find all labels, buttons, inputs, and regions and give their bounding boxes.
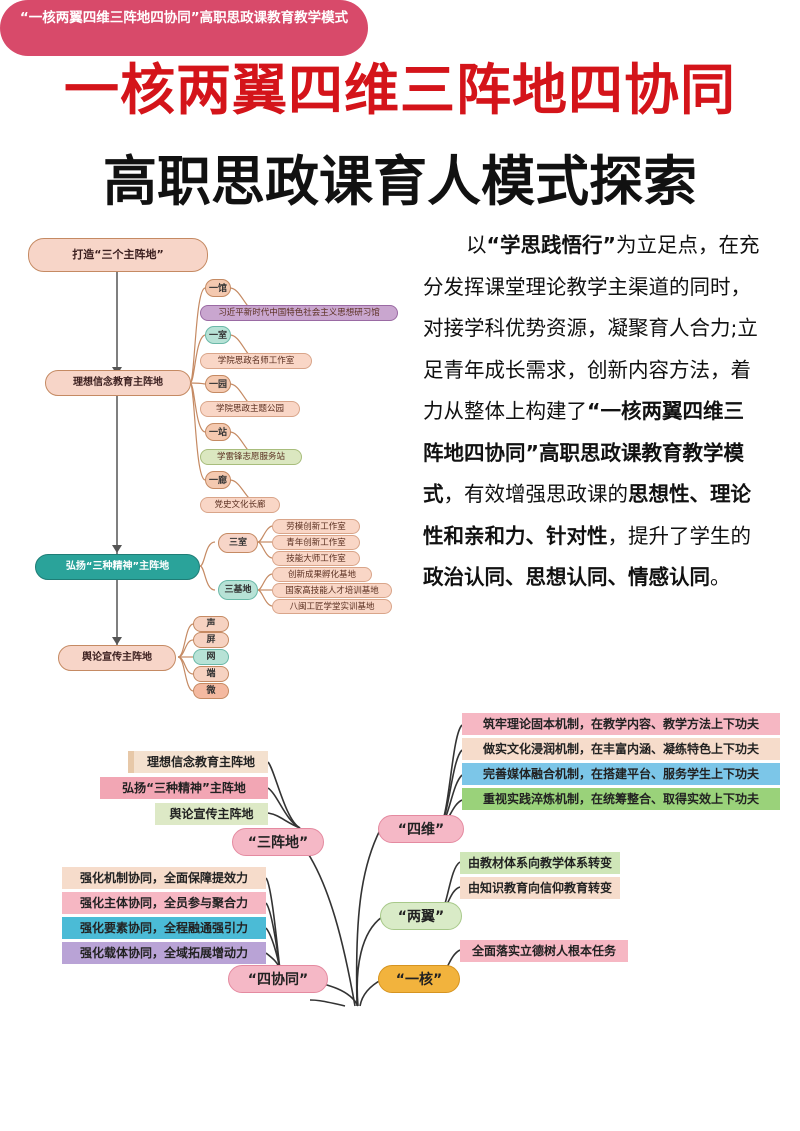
mm-item: 做实文化浸润机制，在丰富内涵、凝练特色上下功夫: [462, 738, 780, 760]
mm-item: 强化载体协同，全域拓展增动力: [62, 942, 266, 964]
tag-yizhan: 一站: [205, 423, 231, 441]
tree-root: 打造“三个主阵地”: [28, 238, 208, 272]
mm-item: 理想信念教育主阵地: [128, 751, 268, 773]
mm-item: 由教材体系向教学体系转变: [460, 852, 620, 874]
mm-item: 舆论宣传主阵地: [155, 803, 268, 825]
para-text: 。: [710, 565, 731, 589]
mindmap-connectors: [265, 724, 463, 1007]
node-sanzhendi: “三阵地”: [232, 828, 324, 856]
mm-item: 重视实践淬炼机制，在统筹整合、取得实效上下功夫: [462, 788, 780, 810]
node-siwei: “四维”: [378, 815, 464, 843]
para-text: 以: [466, 233, 487, 257]
mm-item: 强化主体协同，全员参与聚合力: [62, 892, 266, 914]
mm-item: 强化要素协同，全程融通强引力: [62, 917, 266, 939]
spirit-item: 创新成果孵化基地: [272, 567, 372, 582]
media-item: 屏: [193, 632, 229, 648]
mm-item: 筑牢理论固本机制，在教学内容、教学方法上下功夫: [462, 713, 780, 735]
para-bold: “学思践悟行”: [486, 233, 616, 257]
tag-yiyuan: 一园: [205, 375, 231, 393]
tag-yiguan: 一馆: [205, 279, 231, 297]
para-text: ，有效增强思政课的: [443, 482, 629, 506]
tree-main-spirit: 弘扬“三种精神”主阵地: [35, 554, 200, 580]
tag-yishi: 一室: [205, 326, 231, 344]
intro-paragraph: 以“学思践悟行”为立足点，在充分发挥课堂理论教学主渠道的同时，对接学科优势资源，…: [423, 225, 761, 599]
detail-yiguan: 习近平新时代中国特色社会主义思想研习馆: [200, 305, 398, 321]
para-bold: “一核两翼四维三阵地四协同”: [423, 399, 744, 465]
spirit-item: 八闽工匠学堂实训基地: [272, 599, 392, 614]
mindmap-root: “一核两翼四维三阵地四协同”高职思政课教育教学模式: [0, 0, 368, 56]
mm-item: 全面落实立德树人根本任务: [460, 940, 628, 962]
para-bold: 政治认同、思想认同、情感认同: [423, 565, 710, 589]
page-subtitle: 高职思政课育人模式探索: [103, 150, 697, 213]
mm-item: 弘扬“三种精神”主阵地: [100, 777, 268, 799]
tag-yilang: 一廊: [205, 471, 231, 489]
tag-sanshi: 三室: [218, 533, 258, 553]
para-text: ，提升了学生的: [607, 523, 752, 548]
mm-item: 强化机制协同，全面保障提效力: [62, 867, 266, 889]
node-liangyi: “两翼”: [380, 902, 462, 930]
spirit-item: 技能大师工作室: [272, 551, 360, 566]
mm-item: 由知识教育向信仰教育转变: [460, 877, 620, 899]
node-sixietong: “四协同”: [228, 965, 328, 993]
media-item: 微: [193, 683, 229, 699]
detail-yishi: 学院思政名师工作室: [200, 353, 312, 369]
detail-yiyuan: 学院思政主题公园: [200, 401, 300, 417]
detail-yizhan: 学雷锋志愿服务站: [200, 449, 302, 465]
tree-main-media: 舆论宣传主阵地: [58, 645, 176, 671]
spirit-item: 国家高技能人才培训基地: [272, 583, 392, 598]
media-item: 网: [193, 649, 229, 665]
para-bold: 思想性、理论性和亲和力、针对性: [423, 482, 751, 548]
media-item: 端: [193, 666, 229, 682]
tree-main-ideal: 理想信念教育主阵地: [45, 370, 191, 396]
node-yihe: “一核”: [378, 965, 460, 993]
para-bold: 高职思政课教育教学模式: [423, 440, 744, 507]
mm-item: 完善媒体融合机制，在搭建平台、服务学生上下功夫: [462, 763, 780, 785]
detail-yilang: 党史文化长廊: [200, 497, 280, 513]
page-title: 一核两翼四维三阵地四协同: [63, 58, 736, 122]
media-item: 声: [193, 616, 229, 632]
spirit-item: 青年创新工作室: [272, 535, 360, 550]
para-text: 为立足点，在充分发挥课堂理论教学主渠道的同时，对接学科优势资源，凝聚育人合力;立…: [423, 233, 760, 423]
spirit-item: 劳模创新工作室: [272, 519, 360, 534]
tag-sanjidi: 三基地: [218, 580, 258, 600]
